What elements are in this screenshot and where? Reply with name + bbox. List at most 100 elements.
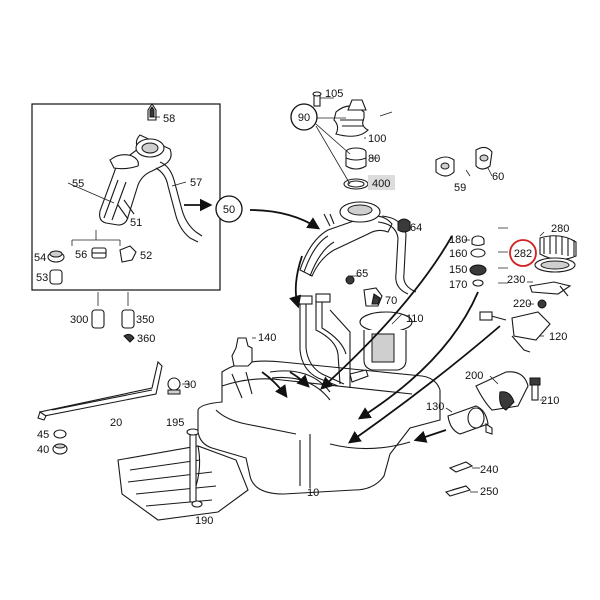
leader-55 [67, 182, 115, 204]
label-52: 52 [140, 250, 152, 262]
part-100-boot[interactable] [333, 99, 369, 137]
label-140: 140 [258, 332, 276, 344]
label-300: 300 [70, 314, 88, 326]
label-55: 55 [72, 178, 84, 190]
part-40-nut[interactable] [52, 443, 68, 455]
part-50-filler-assembly[interactable] [299, 201, 417, 295]
pointer-arrows [184, 198, 501, 444]
label-180: 180 [449, 234, 467, 246]
callout-labels: 58 55 57 51 54 56 52 53 300 350 360 30 2… [34, 88, 569, 527]
callout-282-highlighted[interactable]: 282 [509, 239, 537, 267]
part-210-bolt[interactable] [529, 377, 541, 401]
label-100: 100 [368, 133, 386, 145]
label-58: 58 [163, 113, 175, 125]
label-70: 70 [385, 295, 397, 307]
part-54-cap[interactable] [47, 250, 65, 263]
label-10: 10 [307, 487, 319, 499]
part-56-clamp[interactable] [91, 247, 107, 259]
part-190-nut[interactable] [191, 500, 203, 508]
part-400-seal[interactable] [343, 178, 369, 190]
part-45-washer[interactable] [53, 429, 67, 439]
label-280: 280 [551, 223, 569, 235]
callout-50-label: 50 [223, 204, 235, 216]
label-150: 150 [449, 264, 467, 276]
part-57-vent-hose[interactable] [155, 161, 203, 243]
label-64: 64 [410, 222, 422, 234]
label-120: 120 [549, 331, 567, 343]
callout-50[interactable]: 50 [215, 195, 243, 223]
part-30-bolt[interactable] [167, 377, 181, 395]
part-180-cap[interactable] [471, 235, 485, 247]
part-51-neck-tube[interactable] [117, 199, 135, 220]
callout-282-label: 282 [514, 248, 532, 260]
label-130: 130 [426, 401, 444, 413]
part-250-clamp[interactable] [444, 485, 472, 497]
part-282-seal-ring[interactable] [534, 257, 576, 273]
leader-lines [252, 97, 545, 493]
filler-neck-inset [31, 103, 221, 291]
label-30: 30 [184, 379, 196, 391]
label-56: 56 [75, 249, 87, 261]
label-240: 240 [480, 464, 498, 476]
part-130-fuel-filter[interactable] [447, 405, 493, 435]
part-170-ring[interactable] [472, 279, 484, 287]
part-200-bracket[interactable] [475, 371, 529, 411]
part-120-sender-unit[interactable] [479, 311, 551, 353]
label-200: 200 [465, 370, 483, 382]
label-250: 250 [480, 486, 498, 498]
part-53-sleeve[interactable] [49, 269, 63, 285]
label-110: 110 [406, 313, 424, 325]
label-360: 360 [137, 333, 155, 345]
callout-400-boxed[interactable]: 400 [368, 175, 395, 190]
part-80-sleeve[interactable] [345, 147, 367, 170]
part-55-filler-neck[interactable] [99, 134, 172, 226]
leader-300-350 [97, 292, 129, 306]
part-150-valve[interactable] [469, 264, 487, 276]
part-105-bolt[interactable] [312, 91, 322, 107]
label-40: 40 [37, 444, 49, 456]
label-195: 195 [166, 417, 184, 429]
callout-90-label: 90 [298, 112, 310, 124]
part-70-valve[interactable] [363, 287, 383, 307]
label-190: 190 [195, 515, 213, 527]
part-230-gasket[interactable] [529, 281, 572, 297]
part-190-heat-shield[interactable] [117, 445, 249, 521]
part-59-clip[interactable] [435, 156, 455, 177]
label-350: 350 [136, 314, 154, 326]
part-360-clip[interactable] [123, 333, 135, 343]
part-20-tank-strap[interactable] [37, 360, 163, 421]
part-65-fitting[interactable] [345, 275, 355, 285]
label-220: 220 [513, 298, 531, 310]
label-59: 59 [454, 182, 466, 194]
part-350-sleeve[interactable] [121, 309, 135, 329]
callout-90[interactable]: 90 [290, 103, 318, 131]
part-52-clip[interactable] [119, 245, 137, 263]
part-300-sleeve[interactable] [91, 309, 105, 329]
part-10-fuel-tank[interactable] [197, 360, 441, 495]
part-65-fitting-group[interactable] [297, 293, 331, 305]
part-58-clip[interactable] [147, 103, 157, 121]
label-65: 65 [356, 268, 368, 280]
part-160-seal[interactable] [470, 248, 486, 258]
part-195-bolt[interactable] [186, 428, 200, 503]
part-220-fitting[interactable] [537, 299, 547, 309]
label-230: 230 [507, 274, 525, 286]
part-64-clip[interactable] [397, 218, 411, 233]
label-54: 54 [34, 252, 46, 264]
leader-51-bracket [71, 230, 121, 246]
callout-400-label: 400 [372, 178, 390, 190]
label-53: 53 [36, 272, 48, 284]
label-80: 80 [368, 153, 380, 165]
label-60: 60 [492, 171, 504, 183]
inset-frame [31, 103, 221, 291]
label-51: 51 [130, 217, 142, 229]
part-60-clip[interactable] [475, 146, 493, 170]
part-240-clamp[interactable] [448, 461, 474, 473]
label-170: 170 [449, 279, 467, 291]
part-110-fuel-pump[interactable] [349, 311, 413, 383]
label-210: 210 [541, 395, 559, 407]
part-140-damper[interactable] [231, 337, 253, 367]
part-280-lock-ring[interactable] [539, 235, 577, 261]
leader-57 [171, 181, 187, 187]
